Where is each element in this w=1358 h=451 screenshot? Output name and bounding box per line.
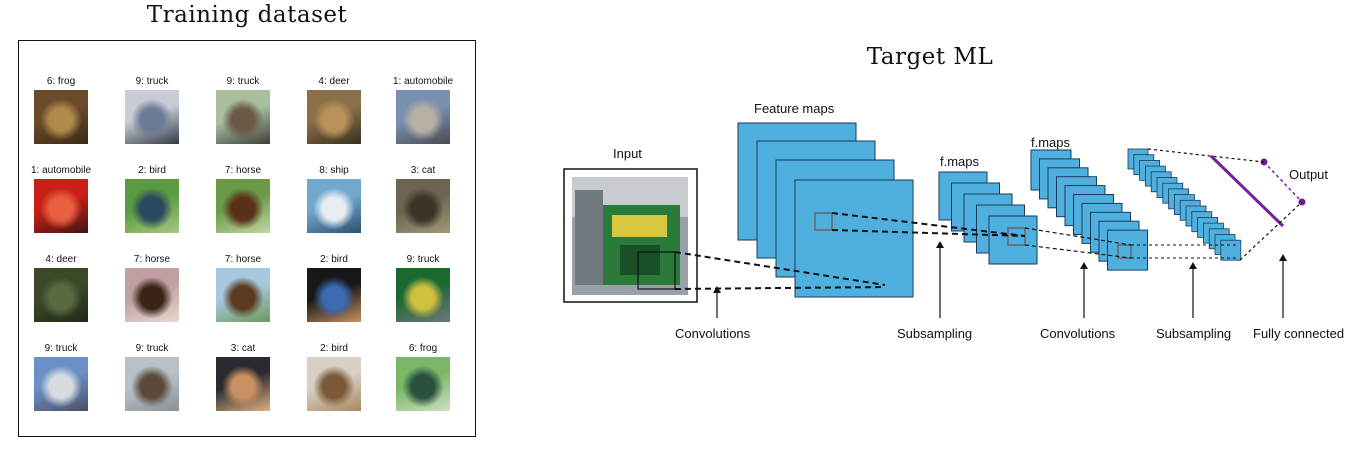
dataset-thumbnail (216, 90, 270, 144)
target-ml-title: Target ML (866, 44, 994, 70)
image-class-label: 7: horse (224, 254, 262, 265)
dataset-image-cell: 3: cat (198, 343, 288, 411)
dataset-image-cell: 4: deer (289, 76, 379, 144)
image-class-label: 3: cat (410, 165, 436, 176)
image-class-label: 7: horse (224, 165, 262, 176)
stage-subsampling-1: Subsampling (897, 326, 973, 341)
dataset-image-cell: 1: automobile (378, 76, 468, 144)
dataset-image-cell: 7: horse (198, 165, 288, 233)
dataset-thumbnail (216, 357, 270, 411)
dataset-image-cell: 1: automobile (16, 165, 106, 233)
subsampled-map (988, 215, 1038, 265)
image-class-label: 4: deer (45, 254, 77, 265)
stage-subsampling-2: Subsampling (1156, 326, 1232, 341)
image-class-label: 3: cat (230, 343, 256, 354)
dataset-image-cell: 7: horse (107, 254, 197, 322)
image-class-label: 7: horse (133, 254, 171, 265)
fmaps-to-conv2-connector (1024, 244, 1132, 259)
arrow-head (936, 241, 944, 248)
dataset-image-cell: 3: cat (378, 165, 468, 233)
image-class-label: 8: ship (319, 165, 349, 176)
dataset-thumbnail (125, 268, 179, 322)
feature-map-window (814, 212, 833, 231)
dataset-thumbnail (34, 357, 88, 411)
feature-map (794, 179, 914, 298)
fmaps-to-conv2-connector (1024, 227, 1132, 246)
fmaps1-label: f.maps (940, 154, 980, 169)
arrow-head (1189, 262, 1197, 269)
stage-convolutions-1: Convolutions (675, 326, 751, 341)
dataset-thumbnail (396, 268, 450, 322)
dataset-image-cell: 2: bird (289, 254, 379, 322)
feature-to-fmaps-connector (831, 212, 1026, 237)
feature-to-fmaps-connector (831, 229, 1026, 237)
dataset-thumbnail (216, 179, 270, 233)
dataset-thumbnail (34, 268, 88, 322)
dataset-thumbnail (125, 179, 179, 233)
image-class-label: 9: truck (226, 76, 260, 87)
image-class-label: 6: frog (46, 76, 76, 87)
pool2-to-output-connector (1147, 148, 1265, 163)
image-class-label: 2: bird (138, 165, 166, 176)
dataset-image-cell: 9: truck (107, 76, 197, 144)
input-to-feature-connector (674, 251, 886, 286)
input-truck-window (612, 215, 667, 237)
arrow-head (1279, 254, 1287, 261)
arrow-head (1080, 262, 1088, 269)
dataset-thumbnail (396, 90, 450, 144)
stage-fully-connected: Fully connected (1253, 326, 1345, 341)
image-class-label: 2: bird (320, 254, 348, 265)
image-class-label: 1: automobile (392, 76, 454, 87)
dataset-thumbnail (307, 268, 361, 322)
image-class-label: 9: truck (44, 343, 78, 354)
dataset-thumbnail (307, 179, 361, 233)
pool2-map (1220, 239, 1242, 261)
dataset-thumbnail (34, 179, 88, 233)
output-label: Output (1289, 167, 1329, 182)
input-label: Input (613, 146, 642, 161)
image-class-label: 9: truck (406, 254, 440, 265)
dataset-image-cell: 9: truck (378, 254, 468, 322)
dataset-thumbnail (307, 357, 361, 411)
dataset-thumbnail (125, 357, 179, 411)
image-class-label: 9: truck (135, 76, 169, 87)
dataset-image-cell: 2: bird (289, 343, 379, 411)
input-receptive-field (637, 251, 676, 290)
dataset-image-cell: 4: deer (16, 254, 106, 322)
conv2-window (1117, 244, 1132, 259)
dataset-thumbnail (34, 90, 88, 144)
input-to-feature-connector (674, 286, 886, 290)
input-truck-trailer (575, 190, 603, 285)
dataset-image-cell: 6: frog (16, 76, 106, 144)
image-class-label: 4: deer (318, 76, 350, 87)
input-truck-grill (620, 245, 660, 275)
training-dataset-panel: 6: frog 9: truck 9: truck 4: deer 1: automob… (18, 40, 476, 437)
conv2-map (1107, 229, 1148, 271)
arrow-head (713, 286, 721, 293)
dataset-thumbnail (307, 90, 361, 144)
dataset-thumbnail (125, 90, 179, 144)
dataset-thumbnail (396, 357, 450, 411)
training-dataset-title: Training dataset (146, 2, 348, 28)
feature-maps-label: Feature maps (754, 101, 835, 116)
dataset-image-cell: 8: ship (289, 165, 379, 233)
image-class-label: 2: bird (320, 343, 348, 354)
dataset-image-cell: 7: horse (198, 254, 288, 322)
dataset-image-cell: 9: truck (16, 343, 106, 411)
image-class-label: 9: truck (135, 343, 169, 354)
image-class-label: 1: automobile (30, 165, 92, 176)
pool2-to-output-connector (1239, 201, 1303, 261)
subsampled-window (1007, 227, 1026, 246)
dataset-image-cell: 9: truck (107, 343, 197, 411)
fmaps2-label: f.maps (1031, 135, 1071, 150)
stage-convolutions-2: Convolutions (1040, 326, 1116, 341)
fully-connected-layer (1209, 154, 1285, 228)
dataset-image-cell: 9: truck (198, 76, 288, 144)
dataset-thumbnail (396, 179, 450, 233)
image-class-label: 6: frog (408, 343, 438, 354)
dataset-image-cell: 2: bird (107, 165, 197, 233)
dataset-image-cell: 6: frog (378, 343, 468, 411)
dataset-thumbnail (216, 268, 270, 322)
